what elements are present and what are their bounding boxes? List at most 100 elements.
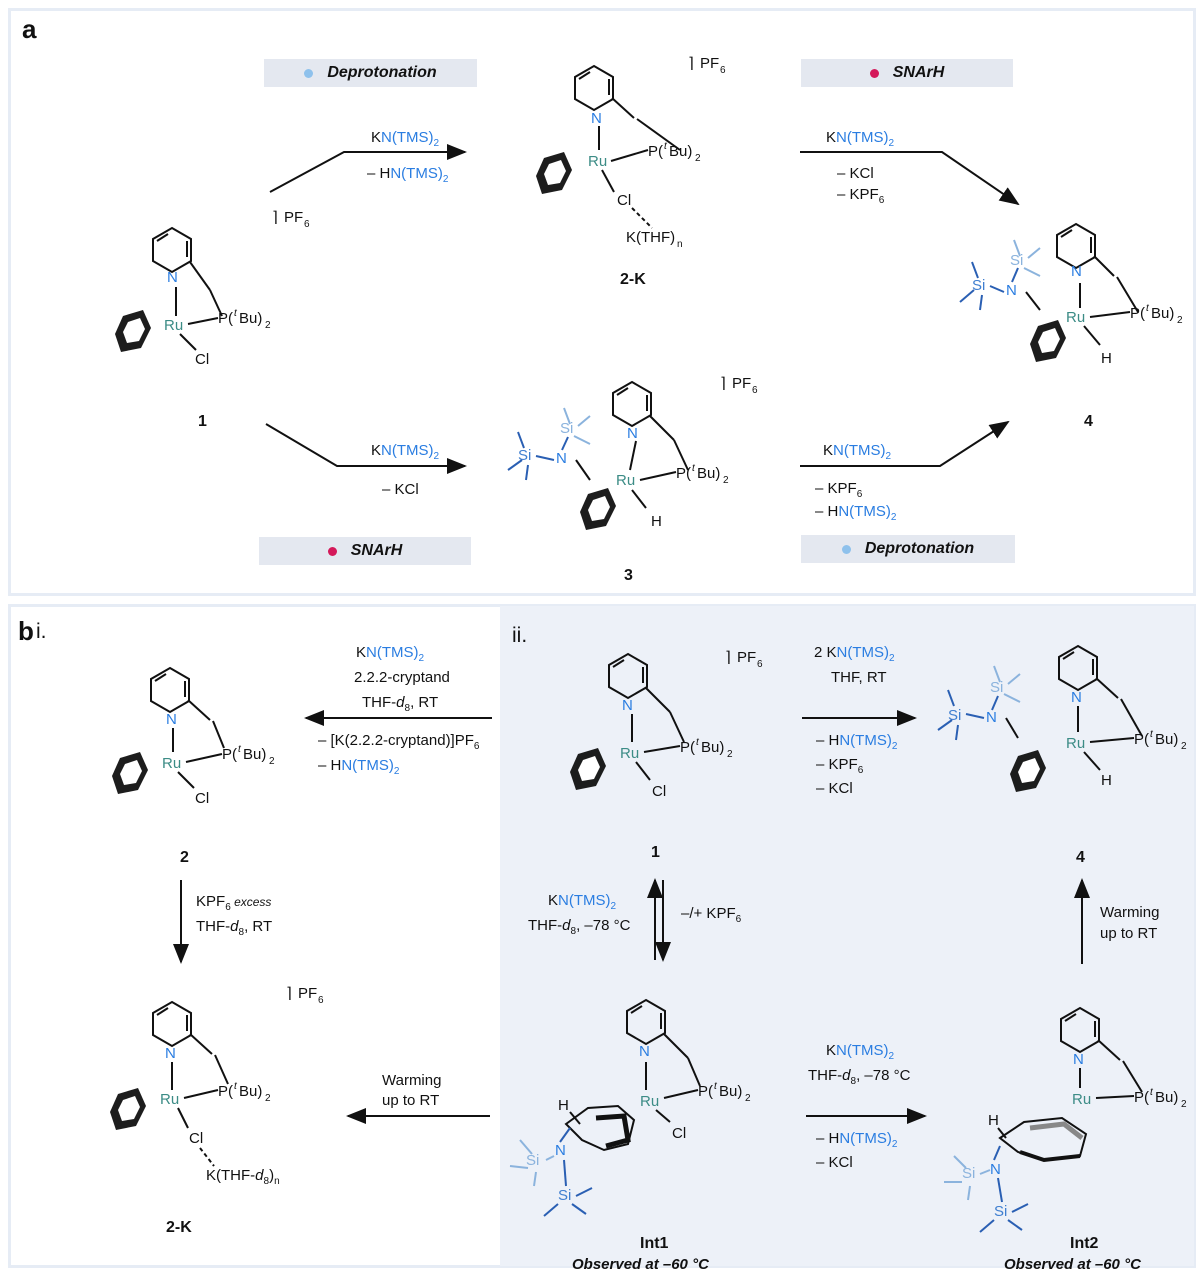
arrow-1-to-2-byproduct-1: – [K(2.2.2-cryptand)]PF6 — [318, 732, 480, 752]
svg-text:Si: Si — [962, 1165, 975, 1182]
svg-text:Ru: Ru — [588, 153, 607, 170]
arrow3-byproduct: – KCl — [382, 481, 419, 498]
svg-text:Cl: Cl — [672, 1125, 686, 1142]
svg-text:2: 2 — [727, 749, 733, 760]
svg-text:P(: P( — [1134, 1089, 1149, 1106]
svg-text:Ru: Ru — [1066, 309, 1085, 326]
svg-text:P(: P( — [1134, 731, 1149, 748]
compound-2k-label-b: 2-K — [166, 1219, 192, 1236]
svg-text:Si: Si — [972, 277, 985, 294]
int2-label: Int2 — [1070, 1235, 1099, 1252]
svg-text:PF: PF — [284, 209, 303, 226]
svg-text:N: N — [627, 425, 638, 442]
svg-text:Si: Si — [994, 1203, 1007, 1220]
arrow-1-to-2-cryptand: 2.2.2-cryptand — [354, 669, 450, 686]
pill-label: SNArH — [892, 64, 945, 81]
svg-text:Ru: Ru — [1066, 735, 1085, 752]
svg-text:P(: P( — [680, 739, 695, 756]
svg-text:2: 2 — [745, 1093, 751, 1104]
svg-text:2: 2 — [1177, 315, 1183, 326]
svg-text:Si: Si — [558, 1187, 571, 1204]
svg-text:t: t — [692, 463, 696, 474]
svg-text:Ru: Ru — [160, 1091, 179, 1108]
compound-2k-label-a: 2-K — [620, 271, 646, 288]
svg-text:⌉: ⌉ — [688, 55, 694, 72]
svg-text:Bu): Bu) — [669, 143, 692, 160]
svg-text:Bu): Bu) — [239, 310, 262, 327]
svg-text:K(THF): K(THF) — [626, 229, 675, 246]
svg-text:Bu): Bu) — [697, 465, 720, 482]
pill-snarh-top: SNArH — [801, 59, 1013, 87]
arrow-int1-int2-conditions: THF-d8, –78 °C — [808, 1067, 911, 1087]
svg-text:2: 2 — [269, 756, 275, 767]
arrow-int1-int2-reagent: KN(TMS)2 — [826, 1042, 895, 1062]
svg-text:N: N — [167, 269, 178, 286]
pill-snarh-bottom: SNArH — [259, 537, 471, 565]
svg-text:t: t — [664, 141, 668, 152]
svg-text:P(: P( — [648, 143, 663, 160]
arrow-1-int1-conditions: THF-d8, –78 °C — [528, 917, 631, 937]
svg-text:Ru: Ru — [1072, 1091, 1091, 1108]
svg-text:Cl: Cl — [652, 783, 666, 800]
arrow-2-to-2k-reagent: KPF6 excess — [196, 893, 271, 913]
svg-text:Bu): Bu) — [1155, 1089, 1178, 1106]
svg-text:PF: PF — [298, 985, 317, 1002]
arrow-1-to-4-byproduct-3: – KCl — [816, 780, 853, 797]
svg-text:2: 2 — [695, 153, 701, 164]
arrow4-byproduct-1: – KPF6 — [815, 480, 863, 500]
svg-text:6: 6 — [757, 659, 763, 670]
svg-text:Bu): Bu) — [243, 746, 266, 763]
dot-blue-icon — [304, 68, 314, 78]
svg-text:6: 6 — [304, 219, 310, 230]
svg-text:2: 2 — [265, 320, 271, 331]
svg-text:H: H — [558, 1097, 569, 1114]
compound-1-label-a: 1 — [198, 413, 207, 430]
arrow-1-to-3 — [265, 423, 467, 474]
panel-a — [8, 8, 1196, 596]
arrow2-byproduct-1: – KCl — [837, 165, 874, 182]
svg-text:Ru: Ru — [164, 317, 183, 334]
svg-text:N: N — [1006, 282, 1017, 299]
arrow2-byproduct-2: – KPF6 — [837, 186, 885, 206]
svg-text:Ru: Ru — [616, 472, 635, 489]
svg-text:P(: P( — [218, 310, 233, 327]
svg-text:t: t — [696, 737, 700, 748]
svg-text:H: H — [988, 1112, 999, 1129]
arrow1-byproduct: – HN(TMS)2 — [367, 165, 449, 185]
svg-text:P(: P( — [1130, 305, 1145, 322]
svg-text:Bu): Bu) — [239, 1083, 262, 1100]
pill-deprotonation-bottom: Deprotonation — [801, 535, 1015, 563]
compound-3-label: 3 — [624, 567, 633, 584]
svg-text:t: t — [1150, 729, 1154, 740]
svg-text:Bu): Bu) — [1155, 731, 1178, 748]
svg-text:N: N — [986, 709, 997, 726]
svg-text:N: N — [1071, 263, 1082, 280]
svg-text:Si: Si — [560, 420, 573, 437]
svg-text:N: N — [1071, 689, 1082, 706]
svg-text:t: t — [1146, 303, 1150, 314]
panel-a-label: a — [22, 14, 37, 44]
compound-4-label-b: 4 — [1076, 849, 1085, 866]
svg-text:K(THF-d8)n: K(THF-d8)n — [206, 1167, 280, 1187]
svg-text:⌉: ⌉ — [286, 985, 292, 1002]
compound-4-label-a: 4 — [1084, 413, 1093, 430]
arrow-2-to-2k-conditions: THF-d8, RT — [196, 918, 272, 938]
pill-label: Deprotonation — [327, 64, 437, 81]
dot-blue-icon — [841, 544, 851, 554]
pill-label: SNArH — [350, 542, 403, 559]
svg-text:Ru: Ru — [640, 1093, 659, 1110]
arrow-1-int1-reverse: –/+ KPF6 — [681, 905, 742, 925]
svg-text:H: H — [1101, 772, 1112, 789]
arrow-int1-int2-byproduct-1: – HN(TMS)2 — [816, 1130, 898, 1150]
arrow-1-to-2-byproduct-2: – HN(TMS)2 — [318, 757, 400, 777]
svg-text:Si: Si — [990, 679, 1003, 696]
svg-text:N: N — [165, 1045, 176, 1062]
svg-text:Si: Si — [1010, 252, 1023, 269]
svg-text:⌉: ⌉ — [272, 209, 278, 226]
arrow-1-to-2-conditions: THF-d8, RT — [362, 694, 438, 714]
